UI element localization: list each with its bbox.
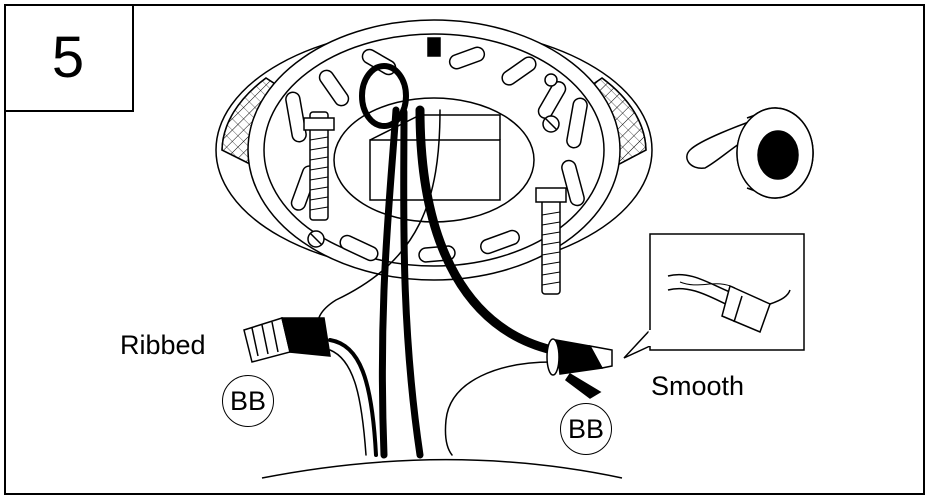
ceiling-edge — [261, 458, 623, 479]
ribbed-wire-nut — [243, 317, 331, 363]
bb-badge-right: BB — [560, 403, 612, 455]
diagram-frame — [4, 4, 925, 495]
mounting-screws — [303, 37, 567, 295]
step-number: 5 — [4, 4, 134, 112]
ribbed-label: Ribbed — [120, 330, 206, 360]
mounting-plate — [247, 19, 621, 281]
twisted-wire-detail-inset — [623, 233, 805, 359]
bb-badge-left: BB — [222, 375, 274, 427]
smooth-wire-nut — [546, 338, 613, 399]
electrical-tape-icon — [686, 107, 814, 199]
smooth-label: Smooth — [651, 371, 745, 401]
wires — [316, 63, 557, 459]
